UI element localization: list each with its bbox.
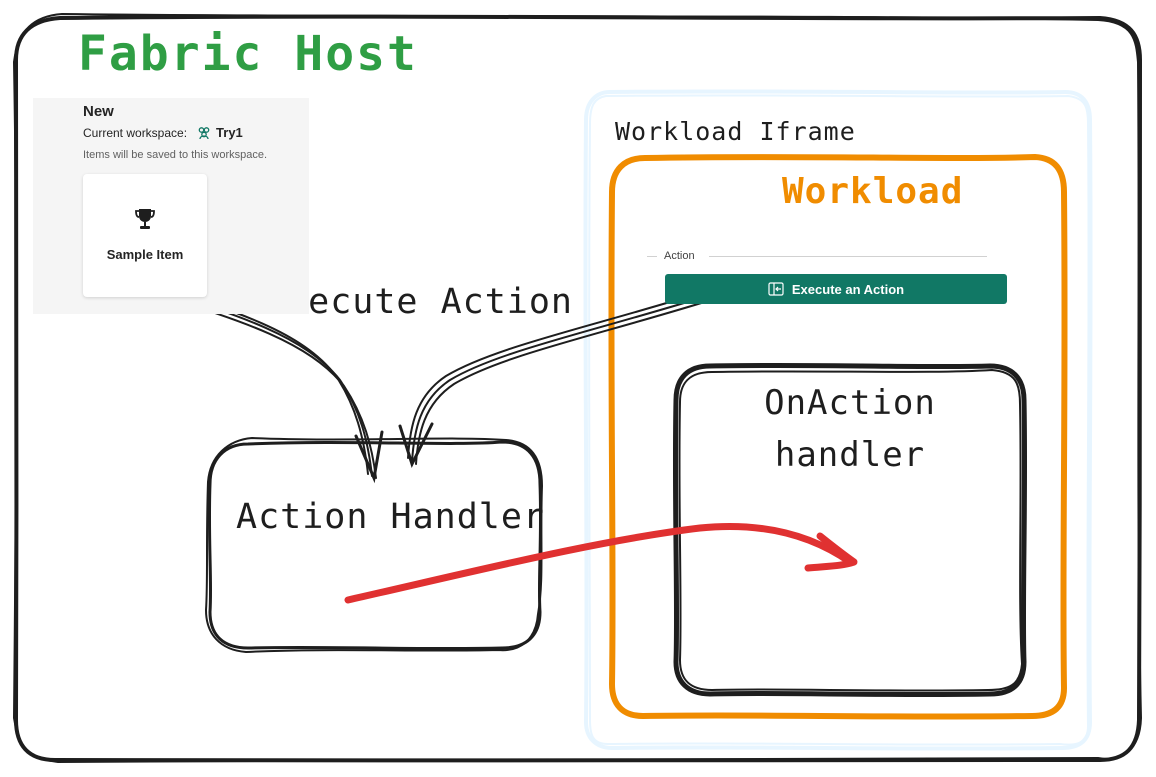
new-item-panel: New Current workspace: Try1 Items will b… xyxy=(33,98,309,314)
action-handler-label: Action Handler xyxy=(236,497,546,537)
action-handler-box xyxy=(204,436,544,654)
workspace-name[interactable]: Try1 xyxy=(216,125,243,140)
workload-box xyxy=(608,153,1068,720)
action-divider-left xyxy=(647,256,657,257)
workspace-people-icon xyxy=(198,126,210,139)
sample-item-label: Sample Item xyxy=(106,247,184,262)
trophy-icon xyxy=(135,209,155,229)
action-section-label: Action xyxy=(664,250,695,262)
red-arrow-handler-to-onaction xyxy=(344,523,858,604)
workload-title: Workload xyxy=(782,171,964,212)
saved-note: Items will be saved to this workspace. xyxy=(83,149,268,161)
execute-action-button[interactable]: Execute an Action xyxy=(665,274,1007,304)
onaction-handler-label: OnAction handler xyxy=(690,377,1010,481)
fabric-host-title: Fabric Host xyxy=(78,26,418,82)
onaction-label-line1: OnAction xyxy=(764,383,936,423)
onaction-label-line2: handler xyxy=(774,435,926,475)
workload-iframe-box xyxy=(583,89,1093,751)
action-divider-right xyxy=(709,256,987,257)
workspace-row: Current workspace: Try1 xyxy=(83,125,243,140)
workload-iframe-title: Workload Iframe xyxy=(615,117,856,146)
panel-enter-icon xyxy=(768,282,784,296)
sample-item-card[interactable]: Sample Item xyxy=(83,174,207,297)
execute-action-label: Execute Action xyxy=(264,282,574,322)
new-panel-title: New xyxy=(83,103,114,120)
arrow-button-to-handler xyxy=(398,287,725,468)
workspace-label: Current workspace: xyxy=(83,125,188,140)
execute-button-label: Execute an Action xyxy=(791,281,905,297)
fabric-host-box xyxy=(12,12,1143,764)
onaction-handler-box xyxy=(672,362,1028,698)
